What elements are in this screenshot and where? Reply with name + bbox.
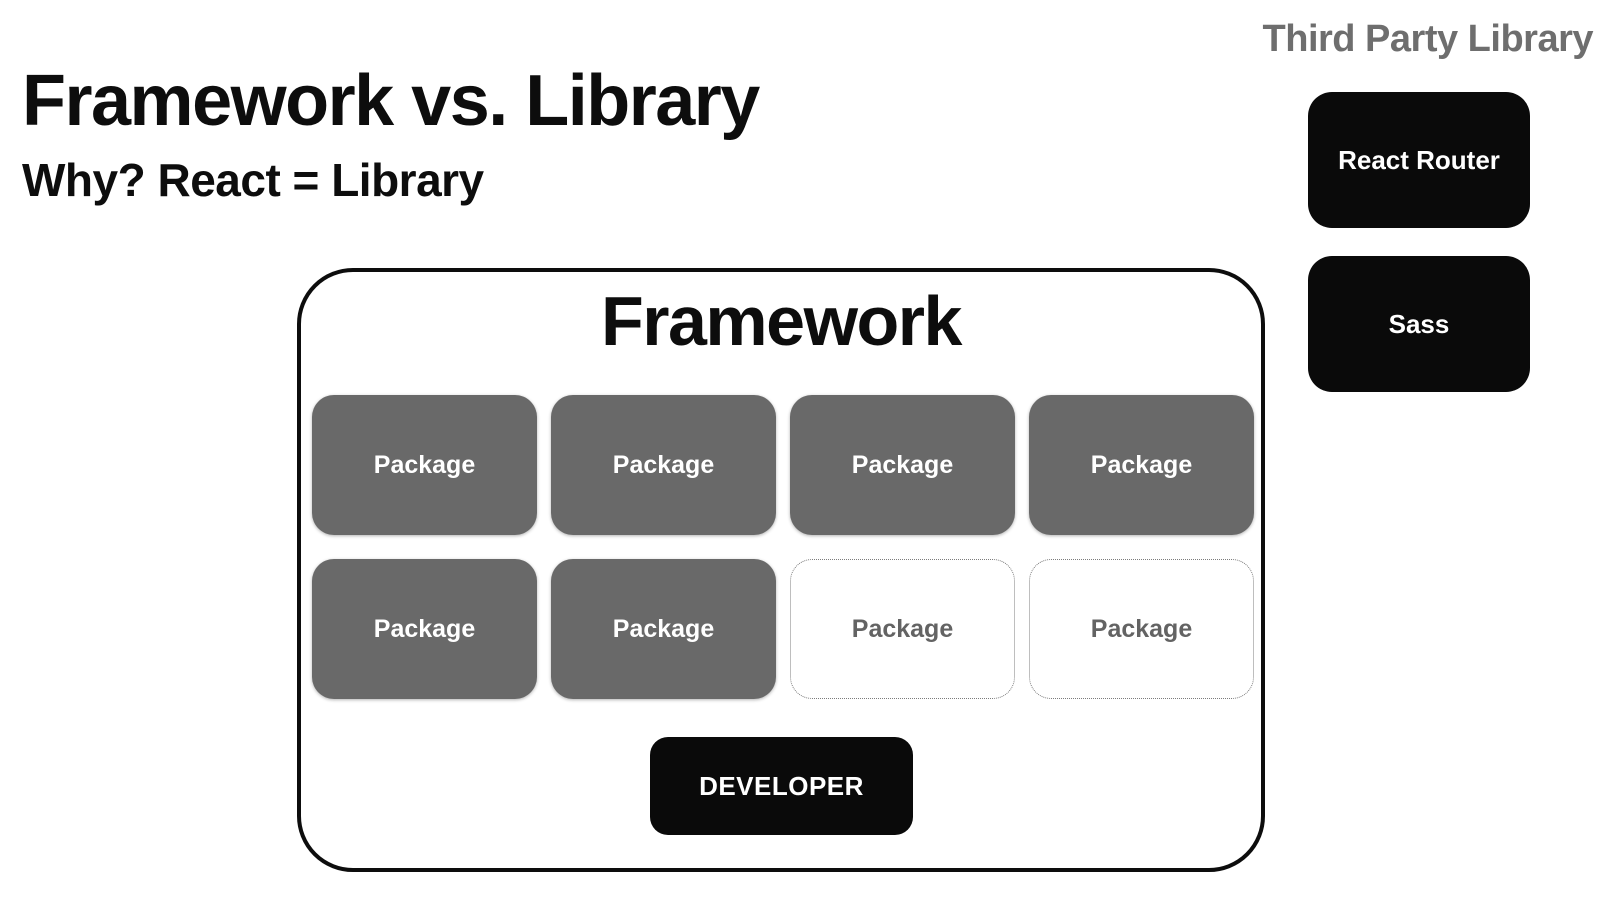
third-party-library-heading: Third Party Library (1262, 18, 1594, 60)
package-label: Package (373, 450, 476, 479)
package-box: Package (790, 395, 1015, 535)
developer-box: DEVELOPER (650, 737, 913, 835)
package-box: Package (551, 395, 776, 535)
package-label: Package (1090, 450, 1193, 479)
third-party-box-sass: Sass (1308, 256, 1530, 392)
package-label: Package (612, 614, 715, 643)
package-label: Package (612, 450, 715, 479)
package-label: Package (1090, 614, 1193, 643)
package-box: Package (312, 559, 537, 699)
developer-label: DEVELOPER (699, 770, 864, 801)
package-label: Package (373, 614, 476, 643)
page-subtitle: Why? React = Library (22, 154, 484, 206)
third-party-box-label: React Router (1338, 144, 1500, 175)
third-party-box-label: Sass (1388, 308, 1450, 339)
package-box: Package (551, 559, 776, 699)
package-box-placeholder: Package (790, 559, 1015, 699)
package-box: Package (1029, 395, 1254, 535)
package-box: Package (312, 395, 537, 535)
package-label: Package (851, 450, 954, 479)
package-box-placeholder: Package (1029, 559, 1254, 699)
third-party-box-react-router: React Router (1308, 92, 1530, 228)
package-label: Package (851, 614, 954, 643)
page-title: Framework vs. Library (22, 61, 760, 141)
framework-container: Framework Package Package Package Packag… (297, 268, 1265, 872)
framework-heading: Framework (601, 282, 962, 360)
